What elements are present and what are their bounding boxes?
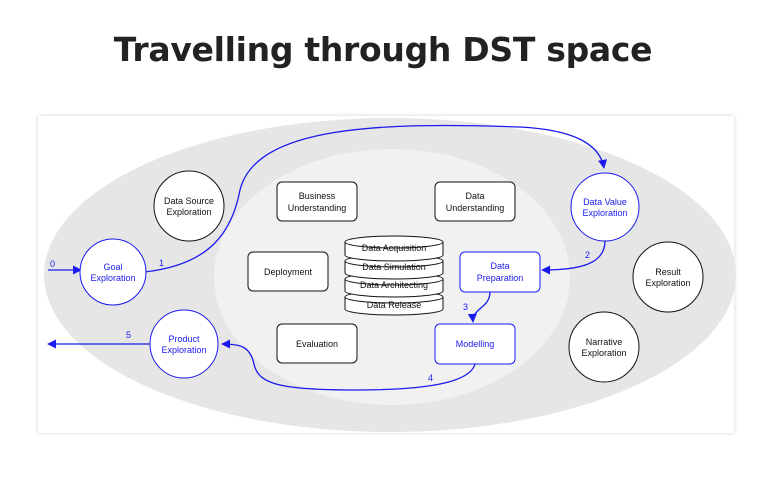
data-value-exploration-node <box>570 172 640 242</box>
step-label-5: 5 <box>126 330 131 340</box>
page-title: Travelling through DST space <box>113 30 653 69</box>
path-4 <box>221 339 476 391</box>
data-preparation-box <box>459 251 541 293</box>
modelling-box <box>434 323 516 365</box>
step-label-0: 0 <box>50 259 55 269</box>
data-value-label-2: Exploration <box>582 208 627 218</box>
goal-label-1: Goal <box>103 262 122 272</box>
path-2 <box>541 240 606 275</box>
path-3 <box>467 291 491 323</box>
step-label-1: 1 <box>159 258 164 268</box>
business-understanding-box <box>276 181 358 222</box>
stack-label-data-architecting: Data Architecting <box>360 280 428 290</box>
data-understanding-label-2: Understanding <box>446 203 505 213</box>
data-source-label-2: Exploration <box>166 207 211 217</box>
modelling-label: Modelling <box>456 339 495 349</box>
data-preparation-label-1: Data <box>490 261 509 271</box>
path-1 <box>143 124 608 273</box>
stack-label-data-release: Data Release <box>367 300 422 310</box>
result-exploration-node <box>632 241 704 313</box>
result-label-2: Exploration <box>645 278 690 288</box>
goal-label-2: Exploration <box>90 273 135 283</box>
narrative-label-1: Narrative <box>586 337 623 347</box>
deployment-box <box>247 251 329 292</box>
deployment-label: Deployment <box>264 267 313 277</box>
evaluation-label: Evaluation <box>296 339 338 349</box>
step-label-3: 3 <box>463 302 468 312</box>
evaluation-box <box>276 323 358 364</box>
stack-label-data-simulation: Data Simulation <box>362 262 426 272</box>
narrative-exploration-node <box>568 311 640 383</box>
data-understanding-label-1: Data <box>465 191 484 201</box>
step-label-4: 4 <box>428 373 433 383</box>
business-understanding-label-2: Understanding <box>288 203 347 213</box>
narrative-label-2: Exploration <box>581 348 626 358</box>
stack-label-data-acquisition: Data Acquisition <box>362 243 427 253</box>
step-label-2: 2 <box>585 250 590 260</box>
data-source-label-1: Data Source <box>164 196 214 206</box>
product-label-1: Product <box>168 334 200 344</box>
data-preparation-label-2: Preparation <box>477 273 524 283</box>
data-source-exploration-node <box>153 170 225 242</box>
product-label-2: Exploration <box>161 345 206 355</box>
result-label-1: Result <box>655 267 681 277</box>
product-exploration-node <box>149 309 219 379</box>
data-value-label-1: Data Value <box>583 197 627 207</box>
data-understanding-box <box>434 181 516 222</box>
goal-exploration-node <box>79 238 147 306</box>
business-understanding-label-1: Business <box>299 191 336 201</box>
